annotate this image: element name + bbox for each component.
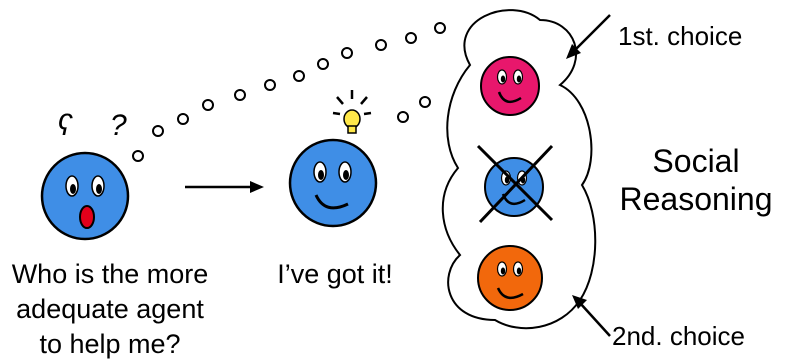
smile (314, 194, 349, 210)
question-caption-line1: Who is the more (12, 259, 209, 289)
answer-caption: I’ve got it! (277, 259, 393, 289)
panel-label-line2: Reasoning (620, 181, 773, 217)
enlightened-agent (288, 90, 378, 228)
question-caption-line3: to help me? (39, 329, 180, 359)
second-choice-label: 2nd. choice (612, 321, 745, 351)
second-choice-arrow (572, 295, 611, 337)
first-choice-agent (480, 56, 540, 116)
rejected-agent (476, 144, 554, 224)
first-choice-label: 1st. choice (618, 21, 742, 51)
lightbulb-icon (332, 90, 372, 134)
arrow-right-icon (185, 181, 264, 193)
question-mark-right: ? (110, 109, 127, 142)
confused-agent: ʕ ? (40, 109, 130, 241)
open-mouth (79, 205, 95, 229)
second-choice-agent (477, 245, 543, 311)
question-mark-left: ʕ (57, 109, 73, 142)
cross-out-icon (476, 144, 554, 224)
first-choice-arrow (566, 14, 611, 59)
panel-label-line1: Social (652, 143, 739, 179)
question-caption-line2: adequate agent (16, 294, 204, 324)
thought-trail (132, 22, 446, 162)
